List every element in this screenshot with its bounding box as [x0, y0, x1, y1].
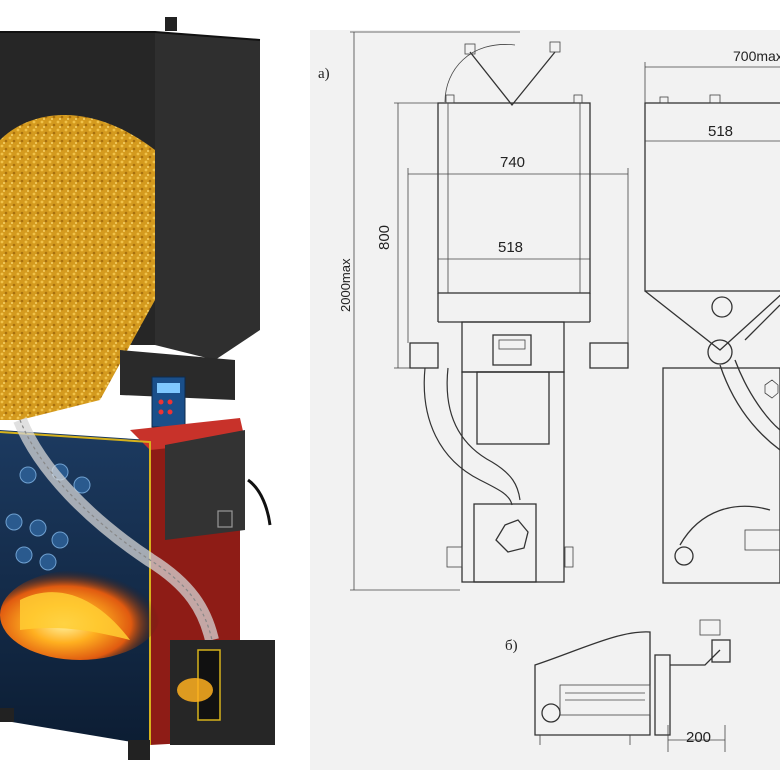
- dim-side-top-width: 700max: [733, 48, 780, 64]
- side-dimensions: 700max 518: [644, 48, 780, 142]
- hopper-side: [155, 32, 260, 360]
- burner-box: [170, 640, 275, 745]
- dim-hopper-height: 800: [376, 225, 393, 250]
- dim-burner-offset: 200: [686, 729, 711, 746]
- front-dimensions: 2000max 800 740 518: [338, 31, 629, 591]
- front-view: [409, 41, 629, 583]
- dim-inner-width-side: 518: [708, 123, 733, 140]
- cutaway-render: [0, 17, 275, 760]
- view-b-label: б): [505, 638, 518, 654]
- dim-total-height: 2000max: [338, 258, 353, 312]
- control-display: [157, 383, 180, 393]
- front-burner-flange: [495, 519, 529, 553]
- hopper-lid-handle: [165, 17, 177, 31]
- drawing-background: [310, 30, 780, 770]
- view-a-label: а): [318, 66, 330, 82]
- feeder-box: [120, 350, 235, 400]
- pellet-fill: [0, 115, 155, 420]
- burner-detail-view: 200: [534, 619, 731, 752]
- front-control-panel: [492, 334, 532, 366]
- lid-swing-arc: [444, 44, 516, 103]
- front-hopper: [437, 102, 591, 294]
- dim-inner-width-front: 518: [498, 239, 523, 256]
- dim-overall-width: 740: [500, 154, 525, 171]
- side-hopper-funnel: [644, 290, 780, 351]
- side-door: [165, 430, 245, 540]
- side-view: [644, 94, 780, 584]
